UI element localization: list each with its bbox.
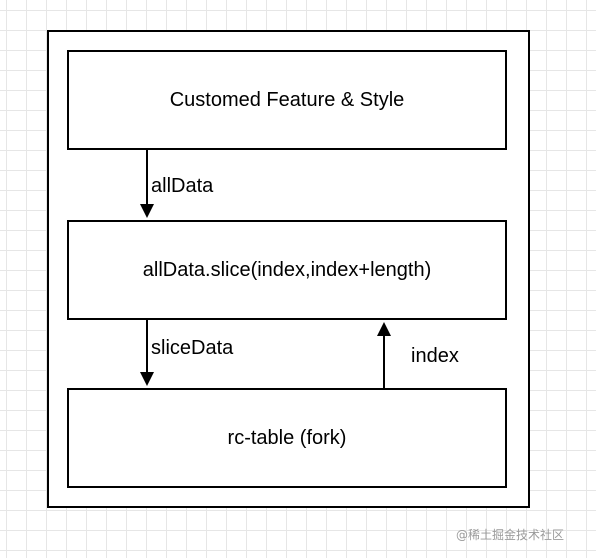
slicedata-edge-label: sliceData	[149, 336, 236, 360]
feature-style-label: Customed Feature & Style	[169, 88, 405, 111]
alldata-edge-label: allData	[149, 174, 216, 198]
alldata-arrowhead	[140, 204, 154, 218]
slice-box: allData.slice(index,index+length)	[67, 220, 507, 320]
slicedata-arrowhead	[140, 372, 154, 386]
index-edge-label: index	[409, 344, 461, 368]
slice-label: allData.slice(index,index+length)	[142, 258, 432, 281]
index-arrowhead	[377, 322, 391, 336]
feature-style-box: Customed Feature & Style	[67, 50, 507, 150]
rc-table-label: rc-table (fork)	[227, 426, 347, 449]
watermark: @稀土掘金技术社区	[456, 528, 565, 542]
rc-table-box: rc-table (fork)	[67, 388, 507, 488]
